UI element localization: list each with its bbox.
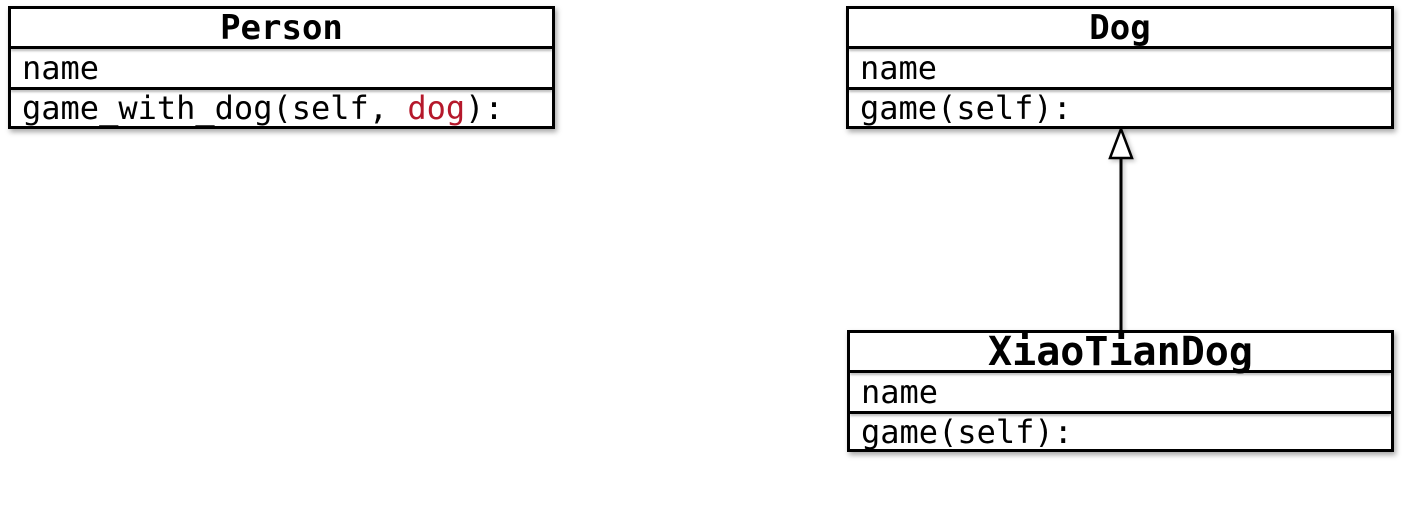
class-title-dog-label: Dog bbox=[1089, 7, 1151, 48]
class-method-dog: game(self): bbox=[849, 90, 1391, 126]
method-suffix: ): bbox=[465, 89, 504, 127]
class-title-person-label: Person bbox=[220, 7, 343, 48]
method-label: game(self): bbox=[860, 89, 1072, 127]
class-method-xiaotiandog: game(self): bbox=[850, 414, 1391, 449]
row-divider bbox=[850, 370, 1391, 373]
inheritance-arrow bbox=[1108, 127, 1134, 331]
attribute-name-label: name bbox=[861, 373, 939, 411]
row-divider bbox=[849, 46, 1391, 49]
class-title-dog: Dog bbox=[849, 9, 1391, 46]
attribute-name-label: name bbox=[22, 49, 100, 87]
class-title-xiaotiandog: XiaoTianDog bbox=[850, 328, 1391, 375]
class-attribute-person: name bbox=[11, 49, 552, 87]
class-method-person: game_with_dog(self, dog): bbox=[11, 90, 552, 126]
method-prefix: game_with_dog(self, bbox=[22, 89, 408, 127]
class-box-person: Person name game_with_dog(self, dog): bbox=[8, 6, 555, 129]
inheritance-arrowhead-icon bbox=[1108, 127, 1134, 160]
method-label: game(self): bbox=[861, 412, 1073, 451]
class-title-xiaotiandog-label: XiaoTianDog bbox=[988, 328, 1253, 375]
row-divider bbox=[850, 411, 1391, 414]
class-title-person: Person bbox=[11, 9, 552, 46]
row-divider bbox=[849, 87, 1391, 90]
class-box-dog: Dog name game(self): bbox=[846, 6, 1394, 129]
attribute-name-label: name bbox=[860, 49, 938, 87]
method-param-dog: dog bbox=[407, 89, 466, 127]
class-attribute-dog: name bbox=[849, 49, 1391, 87]
row-divider bbox=[11, 46, 552, 49]
class-box-xiaotiandog: XiaoTianDog name game(self): bbox=[847, 330, 1394, 452]
row-divider bbox=[11, 87, 552, 90]
class-attribute-xiaotiandog: name bbox=[850, 373, 1391, 411]
